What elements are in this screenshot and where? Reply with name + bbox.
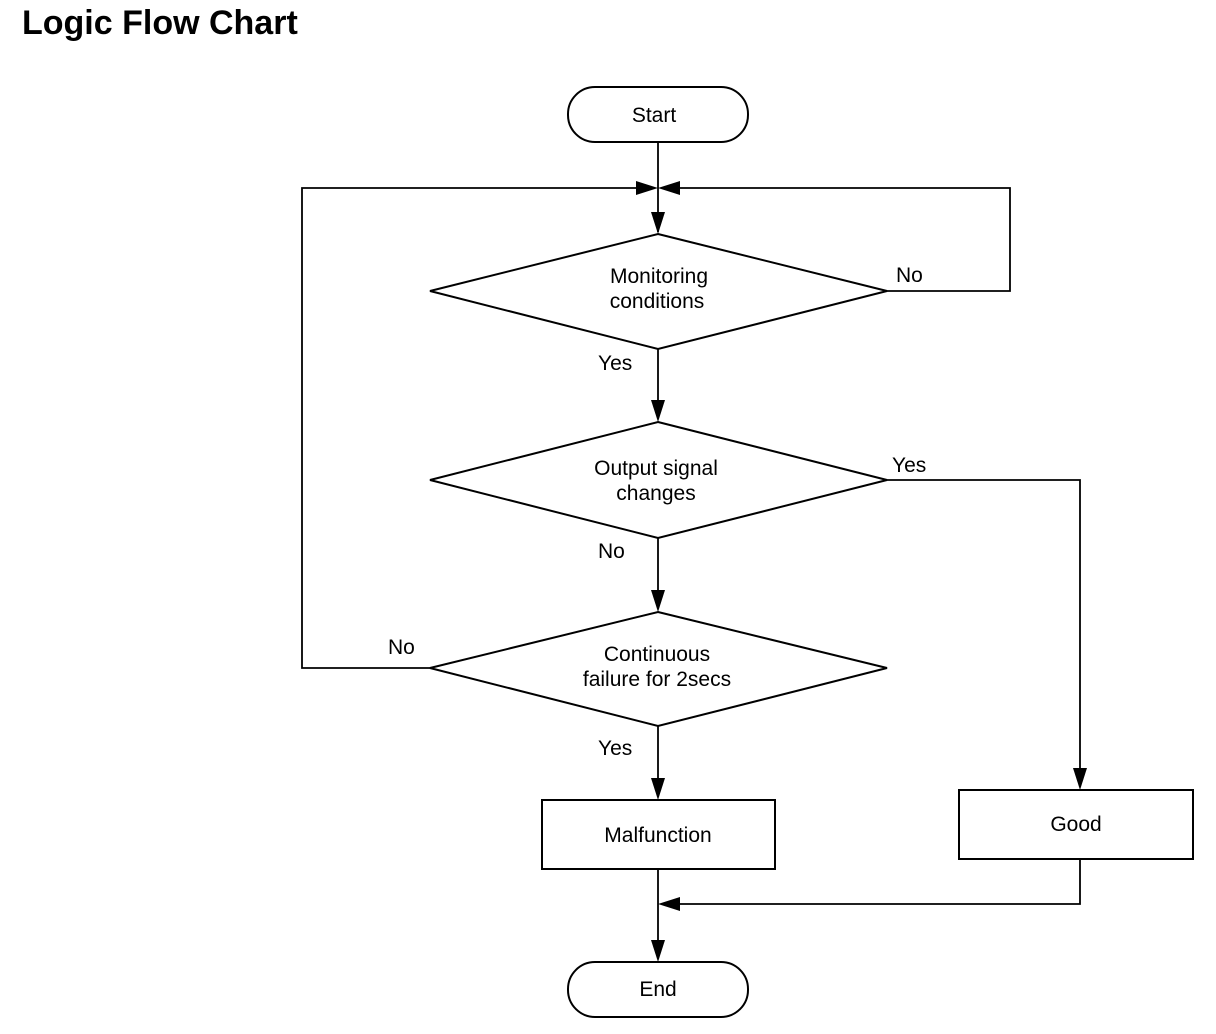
start-label: Start [632, 104, 677, 127]
good-label: Good [1050, 813, 1101, 836]
continuous-no-label: No [388, 636, 415, 659]
monitoring-yes-label: Yes [598, 352, 632, 375]
arrow-into-monitoring [651, 212, 665, 234]
page-title: Logic Flow Chart [22, 4, 298, 42]
monitoring-label-line2: conditions [610, 290, 705, 313]
output-signal-label-line1: Output signal [594, 457, 718, 480]
good-box [958, 789, 1194, 860]
monitoring-label-line1: Monitoring [610, 265, 708, 288]
arrow-left-loop-merge [636, 181, 658, 195]
output-yes-label: Yes [892, 454, 926, 477]
malfunction-label: Malfunction [604, 824, 711, 847]
arrow-into-continuous [651, 590, 665, 612]
arrow-into-end [651, 940, 665, 962]
connector-monitoring-no-loop [680, 187, 1011, 292]
arrow-good-merge [658, 897, 680, 911]
arrow-right-loop-merge [658, 181, 680, 195]
output-signal-label-line2: changes [616, 482, 695, 505]
output-no-label: No [598, 540, 625, 563]
monitoring-no-label: No [896, 264, 923, 287]
arrow-into-malfunction [651, 778, 665, 800]
connector-good-to-end [680, 859, 1081, 905]
connector-output-yes-to-good [887, 479, 1081, 770]
connector-continuous-no-loop [301, 187, 636, 669]
continuous-label-line1: Continuous [604, 643, 710, 666]
end-label: End [639, 978, 676, 1001]
arrow-into-output-signal [651, 400, 665, 422]
continuous-yes-label: Yes [598, 737, 632, 760]
continuous-label-line2: failure for 2secs [583, 668, 731, 691]
end-terminal [567, 961, 749, 1018]
arrow-into-good [1073, 768, 1087, 790]
output-signal-decision [429, 420, 888, 540]
